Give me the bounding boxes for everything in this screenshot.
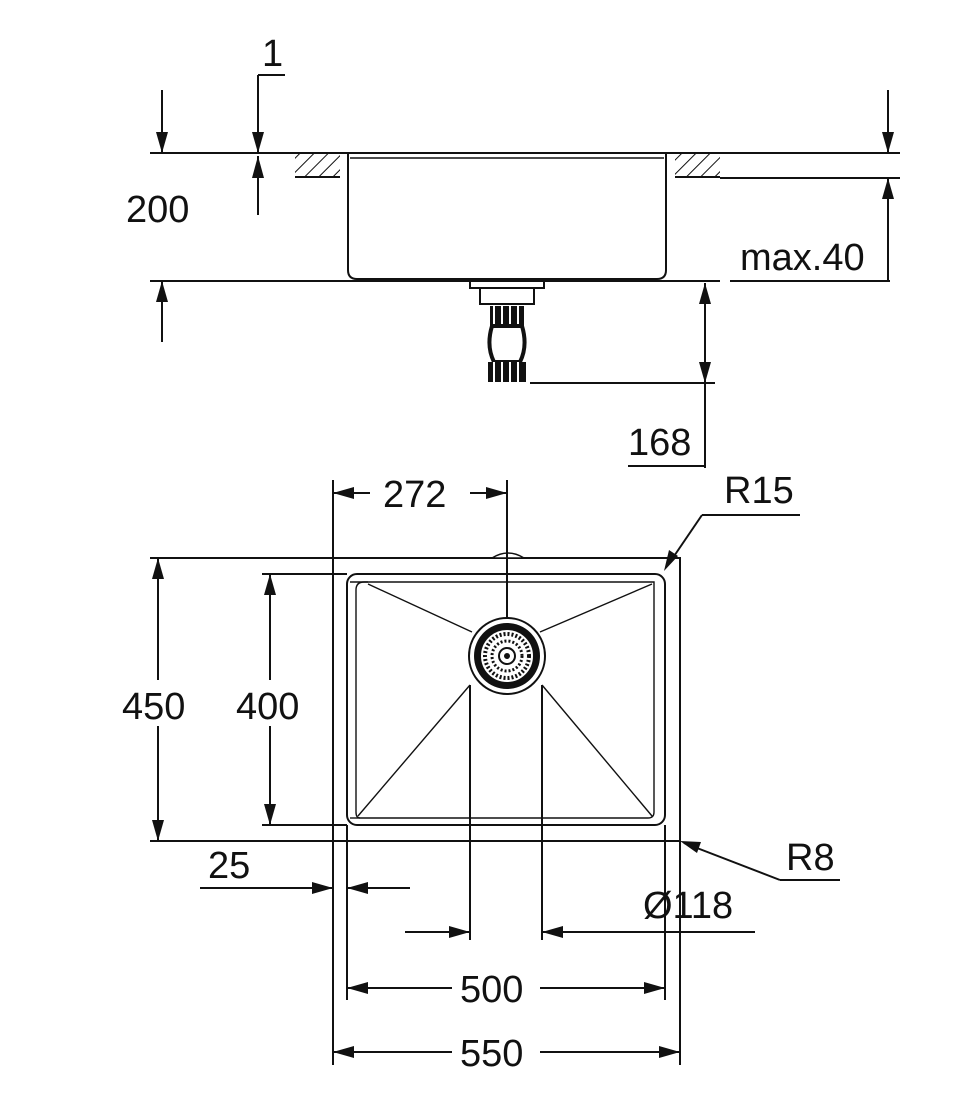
waste-fitting-icon xyxy=(469,280,545,382)
worktop-hatch-left xyxy=(295,153,340,177)
inner-depth-label: 400 xyxy=(236,686,299,728)
outer-width-label: 550 xyxy=(460,1033,523,1075)
bowl-bottom-panel xyxy=(355,581,655,819)
thickness-dimension-label: 1 xyxy=(262,33,283,75)
side-view: 200 1 max.40 xyxy=(126,33,900,468)
waste-height-label: 168 xyxy=(628,422,691,464)
depth-dimension-label: 200 xyxy=(126,189,189,231)
drain-offset-label: 272 xyxy=(383,474,446,516)
outer-depth-label: 450 xyxy=(122,686,185,728)
inner-width-label: 500 xyxy=(460,969,523,1011)
drain-slope-line xyxy=(367,583,473,633)
bowl-profile xyxy=(343,152,671,280)
outer-radius-label: R15 xyxy=(724,470,794,512)
inner-radius-label: R8 xyxy=(786,837,835,879)
drain-strainer-icon xyxy=(468,617,546,695)
worktop-max-label: max.40 xyxy=(740,237,865,279)
plan-view: 272 R15 450 400 25 R8 xyxy=(118,470,840,1075)
worktop-hatch-right xyxy=(675,153,720,177)
drain-diameter-label: Ø118 xyxy=(643,885,733,927)
rim-width-label: 25 xyxy=(208,845,250,887)
